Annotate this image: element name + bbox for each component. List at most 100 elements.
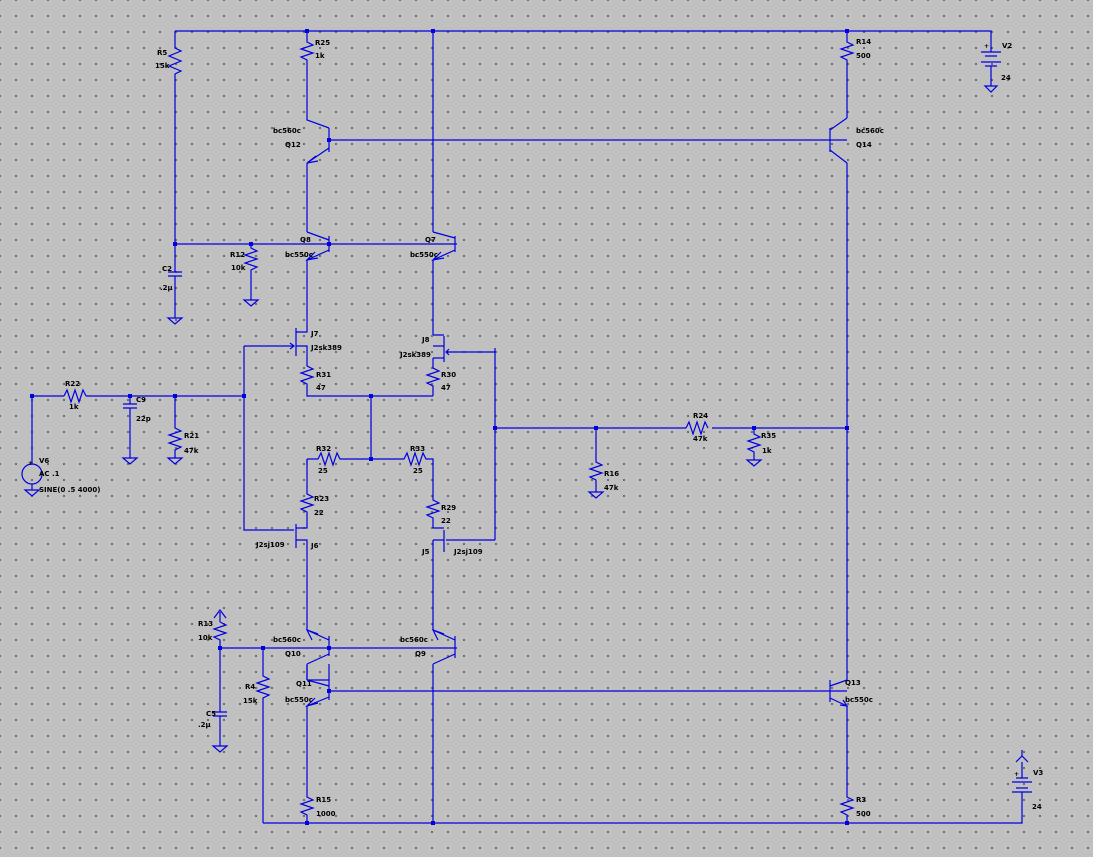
jfet-j7[interactable]: J7 J2sk389	[244, 320, 342, 364]
resistor-r14[interactable]: R14 500	[839, 38, 871, 118]
value-r16: 47k	[604, 484, 619, 492]
label-q13: Q13	[845, 679, 861, 687]
value-v2: 24	[1001, 74, 1011, 82]
value-r31: 47	[316, 384, 326, 392]
jfet-j5[interactable]: J5 J2sj109	[421, 527, 495, 630]
resistor-r24[interactable]: R24 47k	[685, 412, 709, 443]
label-r5: R5	[157, 49, 167, 57]
label-r29: R29	[441, 504, 456, 512]
value-r12: 10k	[231, 264, 246, 272]
label-r30: R30	[441, 371, 456, 379]
resistor-r16[interactable]: R16 47k	[587, 428, 619, 499]
v2-plus-icon: +	[984, 43, 989, 50]
label-c9: C9	[136, 396, 146, 404]
label-j5: J5	[421, 548, 430, 556]
v3-plus-icon: +	[1014, 771, 1019, 778]
label-r3: R3	[856, 796, 866, 804]
label-r14: R14	[856, 38, 871, 46]
capacitor-c2[interactable]: C2 .2µ	[160, 244, 184, 325]
wire-bottom-rail	[263, 802, 1023, 824]
model-j7: J2sk389	[310, 344, 342, 352]
resistor-r32[interactable]: R32 25	[306, 445, 371, 492]
resistor-r4[interactable]: R4 15k	[243, 648, 271, 823]
transistor-q9[interactable]: bc560c Q9	[400, 628, 456, 823]
value-r5: 15k	[155, 62, 170, 70]
value-r32: 25	[318, 467, 328, 475]
transistor-q12[interactable]: bc560c Q12	[273, 110, 847, 232]
transistor-q11[interactable]: Q11 bc550c	[285, 664, 847, 795]
label-v3: V3	[1033, 769, 1043, 777]
model-q9: bc560c	[400, 636, 428, 644]
sine-spec-v6: SINE(0 .5 4000)	[39, 486, 100, 494]
label-r15: R15	[316, 796, 331, 804]
resistor-r21[interactable]: R21 47k	[166, 396, 199, 465]
label-r22: R22	[65, 380, 80, 388]
resistor-r31[interactable]: R31 47	[299, 364, 433, 397]
value-r21: 47k	[184, 447, 199, 455]
value-r23: 22	[314, 509, 324, 517]
model-j5: J2sj109	[453, 548, 483, 556]
label-q14: Q14	[856, 141, 872, 149]
label-r35: R35	[761, 432, 776, 440]
v6-plus-icon: +	[28, 460, 33, 467]
capacitor-c5[interactable]: C5 .2µ	[198, 648, 229, 753]
wire-input	[32, 346, 294, 531]
model-q10: bc560c	[273, 636, 301, 644]
resistor-r15[interactable]: R15 1000	[299, 795, 336, 823]
value-r15: 1000	[316, 810, 336, 818]
label-v2: V2	[1002, 42, 1012, 50]
label-r25: R25	[315, 39, 330, 47]
capacitor-c9[interactable]: C9 22p	[121, 396, 151, 465]
transistor-q13[interactable]: Q13 bc550c	[829, 679, 873, 795]
resistor-r35[interactable]: R35 1k	[745, 428, 776, 467]
label-r4: R4	[245, 683, 255, 691]
value-c2: .2µ	[160, 284, 173, 292]
model-j8: J2sk389	[399, 351, 431, 359]
label-j7: J7	[310, 330, 319, 338]
voltage-source-v3[interactable]: + V3 24	[1012, 750, 1043, 811]
value-r33: 25	[413, 467, 423, 475]
label-q10: Q10	[285, 650, 301, 658]
model-q13: bc550c	[845, 696, 873, 704]
transistor-q14[interactable]: bc560c Q14	[829, 117, 884, 680]
junction-dots	[30, 29, 849, 825]
resistor-r3[interactable]: R3 500	[839, 795, 871, 823]
model-q7: bc550c	[410, 251, 438, 259]
resistor-r12[interactable]: R12 10k	[230, 244, 260, 307]
label-r23: R23	[314, 495, 329, 503]
jfet-j8[interactable]: J8 J2sk389	[399, 334, 496, 540]
model-q11: bc550c	[285, 696, 313, 704]
resistor-r25[interactable]: R25 1k	[299, 39, 330, 110]
value-r25: 1k	[315, 52, 325, 60]
label-r31: R31	[316, 371, 331, 379]
resistor-r30[interactable]: R30 47	[425, 366, 456, 396]
value-r30: 47	[441, 384, 451, 392]
label-q11: Q11	[296, 680, 312, 688]
label-r24: R24	[693, 412, 708, 420]
voltage-source-v6[interactable]: + V6 AC .1 SINE(0 .5 4000)	[21, 396, 100, 497]
value-r22: 1k	[69, 403, 79, 411]
resistor-r5[interactable]: R5 15k	[155, 40, 183, 244]
resistor-r13[interactable]: R13 10k	[198, 609, 228, 648]
transistor-q8[interactable]: Q8 bc550c	[285, 231, 330, 320]
jfet-j6[interactable]: J2sj109 J6	[255, 520, 319, 630]
voltage-source-v2[interactable]: + V2 24	[981, 42, 1012, 93]
label-c5: C5	[206, 710, 216, 718]
wire-top-rail	[175, 30, 992, 42]
transistor-q10[interactable]: bc560c Q10	[273, 628, 330, 680]
value-c9: 22p	[136, 415, 151, 423]
value-v3: 24	[1032, 803, 1042, 811]
resistor-r33[interactable]: R33 25	[371, 445, 434, 498]
resistor-r22[interactable]: R22 1k	[63, 380, 87, 411]
label-r32: R32	[316, 445, 331, 453]
value-v6: AC .1	[39, 470, 60, 478]
resistor-r29[interactable]: R29 22	[425, 498, 456, 528]
value-r13: 10k	[198, 634, 213, 642]
transistor-q7[interactable]: Q7 bc550c	[410, 231, 456, 335]
label-j8: J8	[421, 336, 430, 344]
resistor-r23[interactable]: R23 22	[299, 492, 329, 520]
label-j6: J6	[310, 542, 319, 550]
model-q8: bc550c	[285, 251, 313, 259]
model-j6: J2sj109	[255, 541, 285, 549]
